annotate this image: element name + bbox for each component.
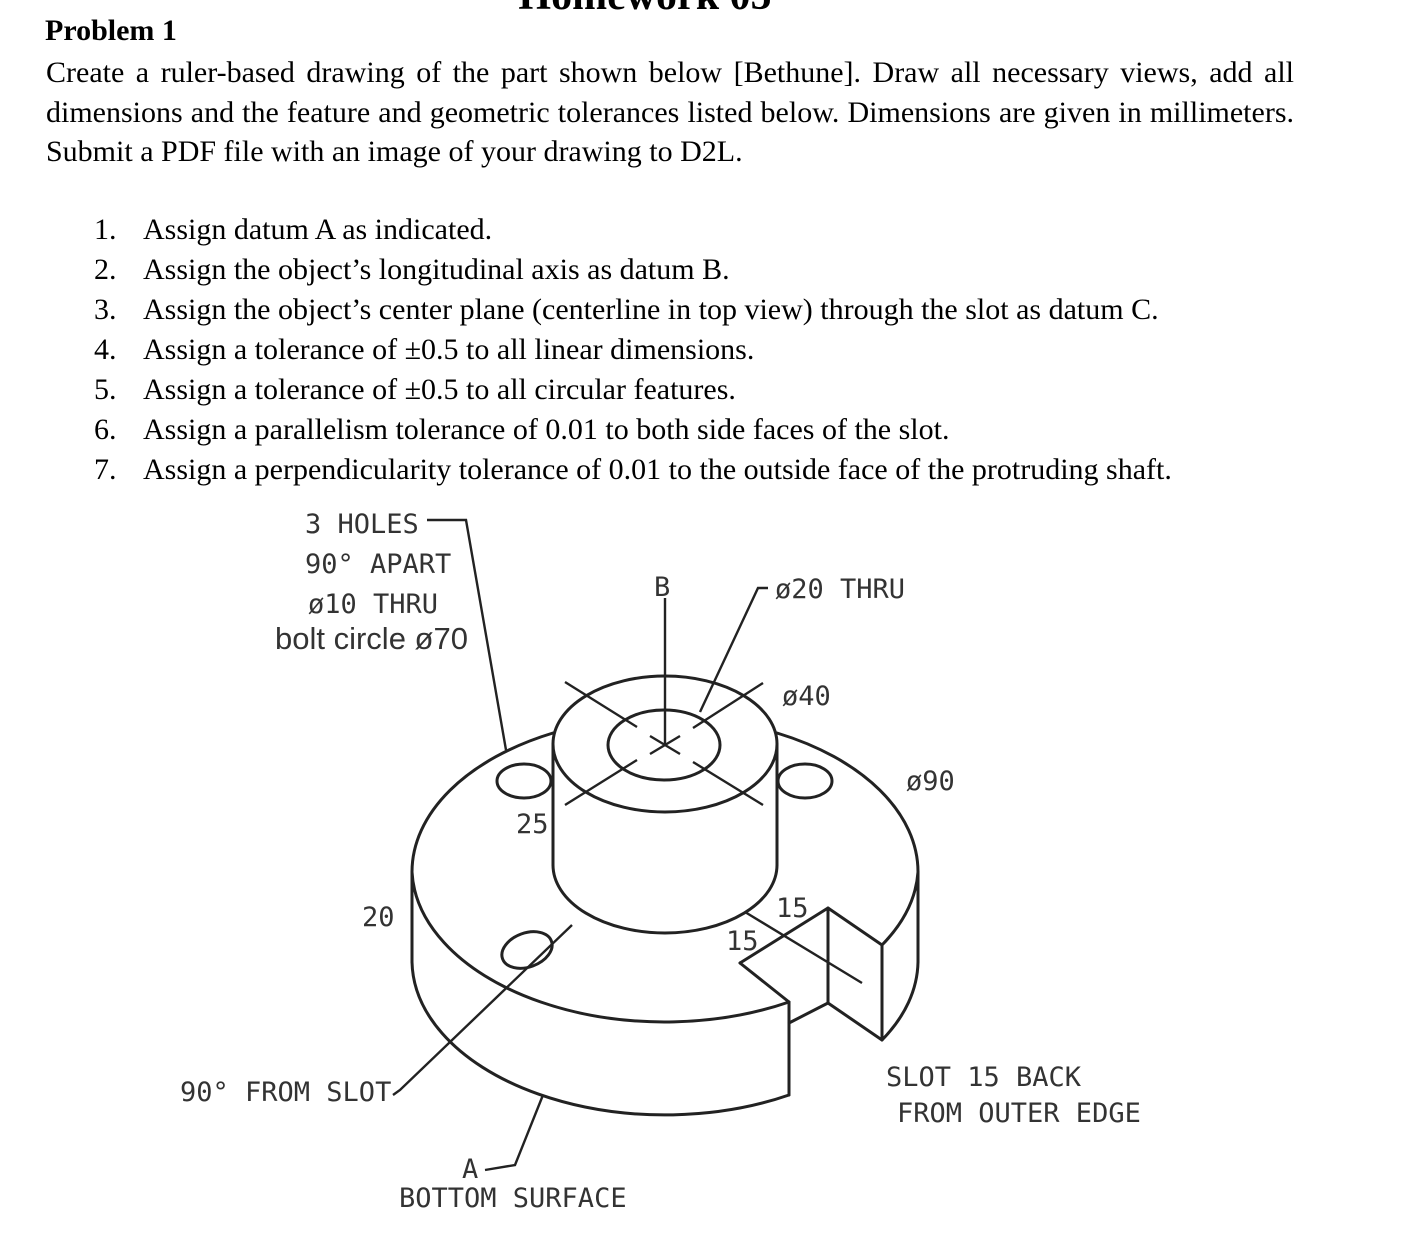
holes-leader bbox=[427, 518, 508, 751]
item-text: Assign the object’s longitudinal axis as… bbox=[143, 253, 730, 286]
holes-note-line1: 3 HOLES bbox=[305, 509, 419, 540]
list-item: 1. Assign datum A as indicated. bbox=[94, 210, 1172, 250]
item-text: Assign datum A as indicated. bbox=[143, 213, 493, 246]
item-number: 2. bbox=[94, 253, 117, 286]
slot-note-line2: FROM OUTER EDGE bbox=[897, 1098, 1141, 1129]
slot-note-line1: SLOT 15 BACK bbox=[886, 1062, 1082, 1093]
base-cylinder bbox=[410, 731, 920, 1117]
bolt-hole-right bbox=[776, 762, 834, 800]
base-diameter-label: ø90 bbox=[906, 766, 955, 797]
center-cross-lines bbox=[564, 680, 764, 807]
item-number: 3. bbox=[94, 293, 117, 326]
item-text: Assign a parallelism tolerance of 0.01 t… bbox=[143, 413, 950, 446]
homework-header: Homework 05 bbox=[0, 0, 1290, 20]
holes-note-line3: ø10 THRU bbox=[308, 589, 438, 620]
item-number: 5. bbox=[94, 373, 117, 406]
base-height-label: 20 bbox=[362, 902, 395, 933]
item-text: Assign a tolerance of ±0.5 to all circul… bbox=[143, 373, 736, 406]
bolt-hole-left bbox=[495, 762, 553, 800]
slot-depth-label: 15 bbox=[726, 926, 759, 957]
list-item: 6. Assign a parallelism tolerance of 0.01… bbox=[94, 410, 1172, 450]
requirements-list: 1. Assign datum A as indicated. 2. Assign … bbox=[94, 210, 1172, 490]
center-hole-label: ø20 THRU bbox=[775, 574, 905, 605]
list-item: 2. Assign the object’s longitudinal axis … bbox=[94, 250, 1172, 290]
boss-height-label: 25 bbox=[516, 809, 549, 840]
item-number: 6. bbox=[94, 413, 117, 446]
bolt-hole-front bbox=[500, 930, 554, 970]
slot bbox=[738, 906, 884, 1097]
slot-dimension-line bbox=[744, 910, 863, 985]
list-item: 7. Assign a perpendicularity tolerance of… bbox=[94, 450, 1172, 490]
center-hole-leader bbox=[698, 586, 768, 713]
slot-width-label: 15 bbox=[776, 893, 809, 924]
item-number: 4. bbox=[94, 333, 117, 366]
item-number: 1. bbox=[94, 213, 117, 246]
list-item: 5. Assign a tolerance of ±0.5 to all circ… bbox=[94, 370, 1172, 410]
datum-a-label: A bbox=[462, 1154, 478, 1185]
list-item: 4. Assign a tolerance of ±0.5 to all line… bbox=[94, 330, 1172, 370]
bolt-circle-label: bolt circle ø70 bbox=[275, 621, 468, 656]
item-text: Assign a tolerance of ±0.5 to all linear… bbox=[143, 333, 755, 366]
problem-description: Create a ruler-based drawing of the part… bbox=[46, 56, 1294, 168]
holes-note-line2: 90° APART bbox=[305, 549, 451, 580]
item-text: Assign the object’s center plane (center… bbox=[143, 293, 1159, 326]
datum-b-label: B bbox=[654, 572, 670, 603]
front-hole-leader bbox=[392, 924, 573, 1096]
item-text: Assign a perpendicularity tolerance of 0… bbox=[143, 453, 1172, 486]
list-item: 3. Assign the object’s center plane (cent… bbox=[94, 290, 1172, 330]
datum-a-leader bbox=[484, 1094, 545, 1172]
front-hole-note: 90° FROM SLOT bbox=[180, 1077, 391, 1108]
item-number: 7. bbox=[94, 453, 117, 486]
datum-a-note: BOTTOM SURFACE bbox=[399, 1183, 627, 1214]
boss-diameter-label: ø40 bbox=[782, 681, 831, 712]
problem-title: Problem 1 bbox=[45, 14, 177, 47]
